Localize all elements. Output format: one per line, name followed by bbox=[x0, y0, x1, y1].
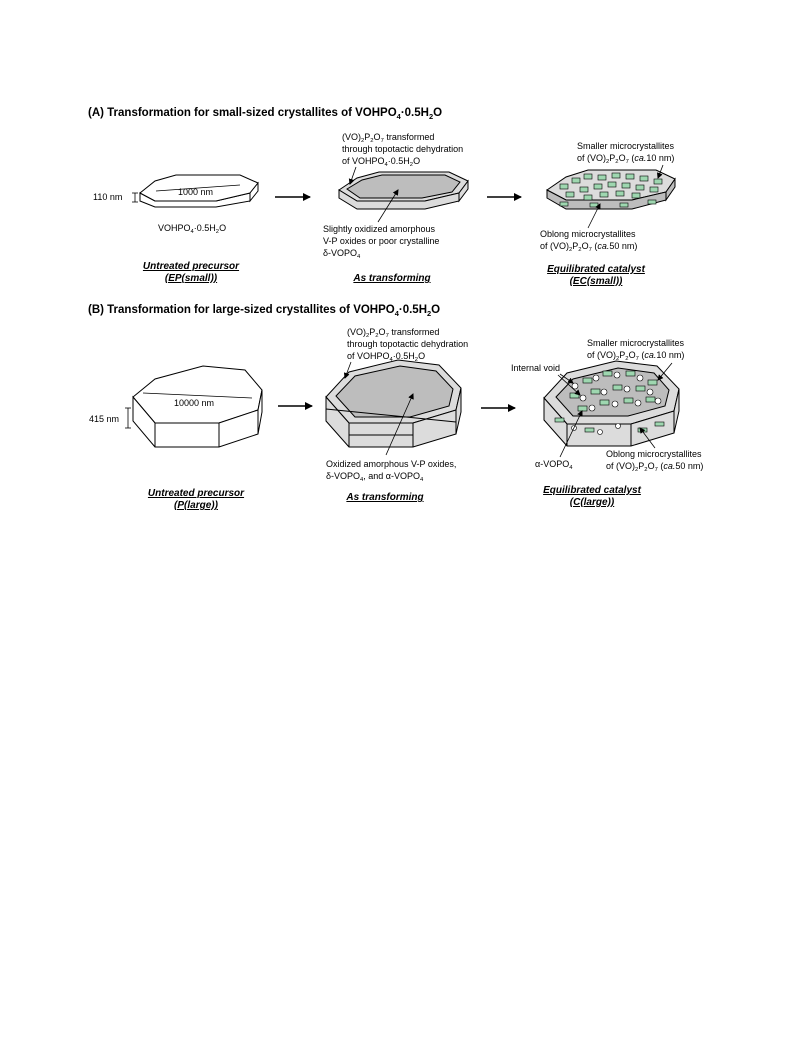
section-b-title: (B) Transformation for large-sized cryst… bbox=[88, 304, 440, 318]
thickness-bracket-large bbox=[125, 407, 131, 429]
transform-note-large-line3: of VOHPO4·0.5H2O bbox=[347, 351, 425, 363]
width-label-large: 10000 nm bbox=[174, 398, 214, 408]
pointer-smaller-large bbox=[657, 362, 673, 381]
smaller-note-small: Smaller microcrystallites bbox=[577, 141, 675, 151]
void-label-large: Internal void bbox=[511, 363, 560, 373]
smaller-note-large-line2: of (VO)2P2O7 (ca.10 nm) bbox=[587, 350, 684, 362]
precursor-large-plate bbox=[132, 365, 263, 448]
caption-transforming-large: As transforming bbox=[345, 492, 423, 503]
transform-note-large: (VO)2P2O7 transformed bbox=[347, 327, 439, 339]
core-note-small-line2: V-P oxides or poor crystalline bbox=[323, 236, 439, 246]
caption-untreated-large-id: (P(large)) bbox=[174, 500, 219, 511]
pointer-void-large-2 bbox=[557, 374, 581, 396]
transform-note-small-line3: of VOHPO4·0.5H2O bbox=[342, 156, 420, 168]
pointer-transform-large bbox=[343, 361, 352, 379]
pointer-core-large bbox=[385, 393, 414, 456]
core-note-large: Oxidized amorphous V-P oxides, bbox=[326, 459, 456, 469]
oblong-note-small-line2: of (VO)2P2O7 (ca.50 nm) bbox=[540, 241, 637, 253]
transform-note-small: (VO)2P2O7 transformed bbox=[342, 132, 434, 144]
thickness-bracket-small bbox=[132, 192, 138, 203]
pointer-oblong-large bbox=[639, 427, 656, 449]
transforming-small-plate bbox=[338, 171, 469, 210]
transform-note-small-line2: through topotactic dehydration bbox=[342, 144, 463, 154]
core-note-large-line2: δ-VOPO4, and α-VOPO4 bbox=[326, 471, 424, 483]
pointer-transform-small bbox=[348, 166, 357, 185]
caption-equilibrated-large: Equilibrated catalyst bbox=[543, 485, 641, 496]
smaller-note-large: Smaller microcrystallites bbox=[587, 338, 685, 348]
pointer-alpha-large bbox=[559, 410, 583, 458]
oblong-note-large-line2: of (VO)2P2O7 (ca.50 nm) bbox=[606, 461, 703, 473]
caption-transforming-small: As transforming bbox=[352, 273, 430, 284]
transforming-large-plate bbox=[325, 359, 462, 448]
pointer-smaller-small bbox=[656, 164, 664, 179]
thickness-label-large: 415 nm bbox=[89, 414, 119, 424]
caption-equilibrated-large-id: (C(large)) bbox=[570, 497, 615, 508]
smaller-note-small-line2: of (VO)2P2O7 (ca.10 nm) bbox=[577, 153, 674, 165]
core-note-small: Slightly oxidized amorphous bbox=[323, 224, 436, 234]
internal-voids-large bbox=[571, 371, 662, 435]
transform-note-large-line2: through topotactic dehydration bbox=[347, 339, 468, 349]
width-arrow-small bbox=[155, 184, 241, 192]
width-label-small: 1000 nm bbox=[178, 187, 213, 197]
microcrystallites-small bbox=[559, 172, 663, 208]
precursor-formula-small: VOHPO4·0.5H2O bbox=[158, 223, 226, 235]
pointer-core-small bbox=[377, 189, 399, 223]
caption-equilibrated-small: Equilibrated catalyst bbox=[547, 264, 645, 275]
section-a-title: (A) Transformation for small-sized cryst… bbox=[88, 107, 442, 121]
oblong-note-large: Oblong microcrystallites bbox=[606, 449, 702, 459]
core-note-small-line3: δ-VOPO4 bbox=[323, 248, 361, 260]
caption-untreated-small: Untreated precursor bbox=[143, 261, 240, 272]
caption-untreated-small-id: (EP(small)) bbox=[165, 273, 218, 284]
thickness-label-small: 110 nm bbox=[93, 192, 122, 202]
pointer-void-large-1 bbox=[559, 373, 574, 384]
alpha-label-large: α-VOPO4 bbox=[535, 459, 573, 471]
width-arrow-large bbox=[142, 392, 253, 399]
caption-equilibrated-small-id: (EC(small)) bbox=[570, 276, 623, 287]
pointer-oblong-small bbox=[587, 203, 601, 229]
caption-untreated-large: Untreated precursor bbox=[148, 488, 245, 499]
oblong-note-small: Oblong microcrystallites bbox=[540, 229, 636, 239]
